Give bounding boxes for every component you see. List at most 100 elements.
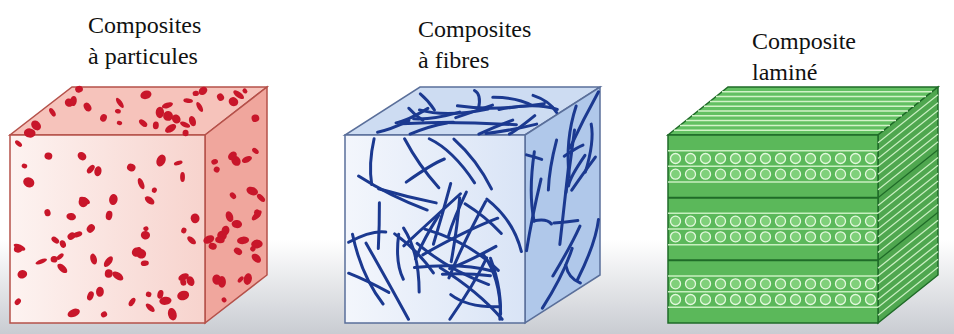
fiber-end bbox=[686, 216, 696, 226]
fiber bbox=[499, 106, 557, 110]
particle bbox=[16, 269, 28, 280]
side-stripe bbox=[878, 267, 938, 315]
particle bbox=[241, 87, 248, 94]
cube bbox=[345, 87, 600, 323]
cube-label: Composites à particules bbox=[88, 10, 208, 72]
cube-label: Composites à fibres bbox=[418, 14, 538, 76]
cube bbox=[10, 85, 267, 323]
particle bbox=[21, 163, 28, 169]
particle bbox=[179, 120, 191, 129]
particle bbox=[170, 113, 182, 125]
particle bbox=[221, 296, 228, 303]
particle bbox=[85, 223, 96, 235]
particle bbox=[221, 225, 231, 236]
ply-line bbox=[668, 197, 878, 199]
side-stripe bbox=[878, 165, 938, 213]
particle bbox=[50, 235, 60, 244]
fiber bbox=[366, 243, 408, 319]
top-stripe bbox=[680, 125, 890, 127]
particle bbox=[173, 160, 183, 166]
ply-line bbox=[668, 166, 878, 168]
fiber-end bbox=[776, 154, 786, 164]
fiber bbox=[474, 91, 479, 108]
particle bbox=[82, 101, 93, 113]
side-stripe bbox=[878, 259, 938, 307]
particle bbox=[108, 193, 118, 205]
particle bbox=[102, 255, 115, 269]
side-stripe bbox=[878, 95, 938, 143]
fiber bbox=[534, 220, 552, 224]
particle bbox=[29, 119, 43, 133]
fiber-end bbox=[791, 154, 801, 164]
cube-side bbox=[525, 87, 600, 323]
particle bbox=[44, 152, 53, 160]
top-stripe bbox=[686, 120, 896, 122]
fiber-end bbox=[791, 169, 801, 179]
particle bbox=[145, 291, 152, 297]
fiber-end bbox=[731, 169, 741, 179]
fiber-end bbox=[776, 169, 786, 179]
particle bbox=[231, 219, 243, 228]
side-stripe bbox=[878, 228, 938, 276]
fiber bbox=[509, 116, 534, 134]
top-stripe bbox=[674, 129, 884, 131]
fiber-end bbox=[761, 279, 771, 289]
side-stripe bbox=[878, 212, 938, 260]
cube-label: Composite laminé bbox=[752, 26, 872, 88]
particle bbox=[155, 107, 164, 119]
fiber-end bbox=[761, 169, 771, 179]
particle bbox=[13, 297, 22, 306]
particle bbox=[197, 85, 209, 97]
fiber-end bbox=[806, 232, 816, 242]
fiber bbox=[531, 152, 534, 222]
particle bbox=[243, 272, 253, 285]
fiber bbox=[577, 219, 598, 280]
particle bbox=[185, 275, 196, 288]
particle bbox=[96, 287, 104, 297]
fiber-end bbox=[686, 169, 696, 179]
side-stripe bbox=[878, 197, 938, 245]
fiber-end bbox=[836, 295, 846, 305]
particle bbox=[227, 95, 240, 108]
particle bbox=[253, 239, 261, 247]
fiber-end bbox=[851, 232, 861, 242]
particle bbox=[59, 239, 67, 248]
particle bbox=[86, 290, 95, 301]
particle bbox=[215, 236, 225, 243]
ply-line bbox=[668, 244, 878, 246]
particle bbox=[127, 297, 137, 308]
fiber-end bbox=[821, 295, 831, 305]
ply-line bbox=[668, 228, 878, 230]
particle bbox=[190, 213, 200, 223]
fiber-end bbox=[821, 169, 831, 179]
particle bbox=[105, 210, 113, 220]
fiber-end bbox=[746, 169, 756, 179]
fiber-end bbox=[776, 279, 786, 289]
fiber bbox=[423, 218, 498, 255]
particle bbox=[139, 89, 152, 100]
particle bbox=[182, 130, 188, 137]
particle bbox=[250, 252, 263, 265]
particle bbox=[151, 187, 157, 194]
particle bbox=[180, 172, 185, 182]
particle bbox=[111, 270, 125, 283]
particle bbox=[212, 274, 222, 285]
fiber bbox=[370, 139, 374, 185]
side-stripe bbox=[878, 158, 938, 206]
fiber-end bbox=[701, 169, 711, 179]
particle bbox=[74, 85, 83, 93]
particle bbox=[232, 246, 243, 256]
fiber-end bbox=[746, 154, 756, 164]
cube-front bbox=[668, 135, 878, 323]
particle bbox=[216, 92, 226, 102]
particle bbox=[241, 155, 253, 165]
fiber-end bbox=[671, 154, 681, 164]
particle bbox=[167, 307, 178, 321]
fiber-end bbox=[821, 216, 831, 226]
fiber-end bbox=[866, 232, 876, 242]
fiber-end bbox=[836, 216, 846, 226]
particle bbox=[130, 245, 144, 258]
particle bbox=[213, 166, 221, 174]
fiber-end bbox=[776, 295, 786, 305]
fiber-end bbox=[731, 154, 741, 164]
